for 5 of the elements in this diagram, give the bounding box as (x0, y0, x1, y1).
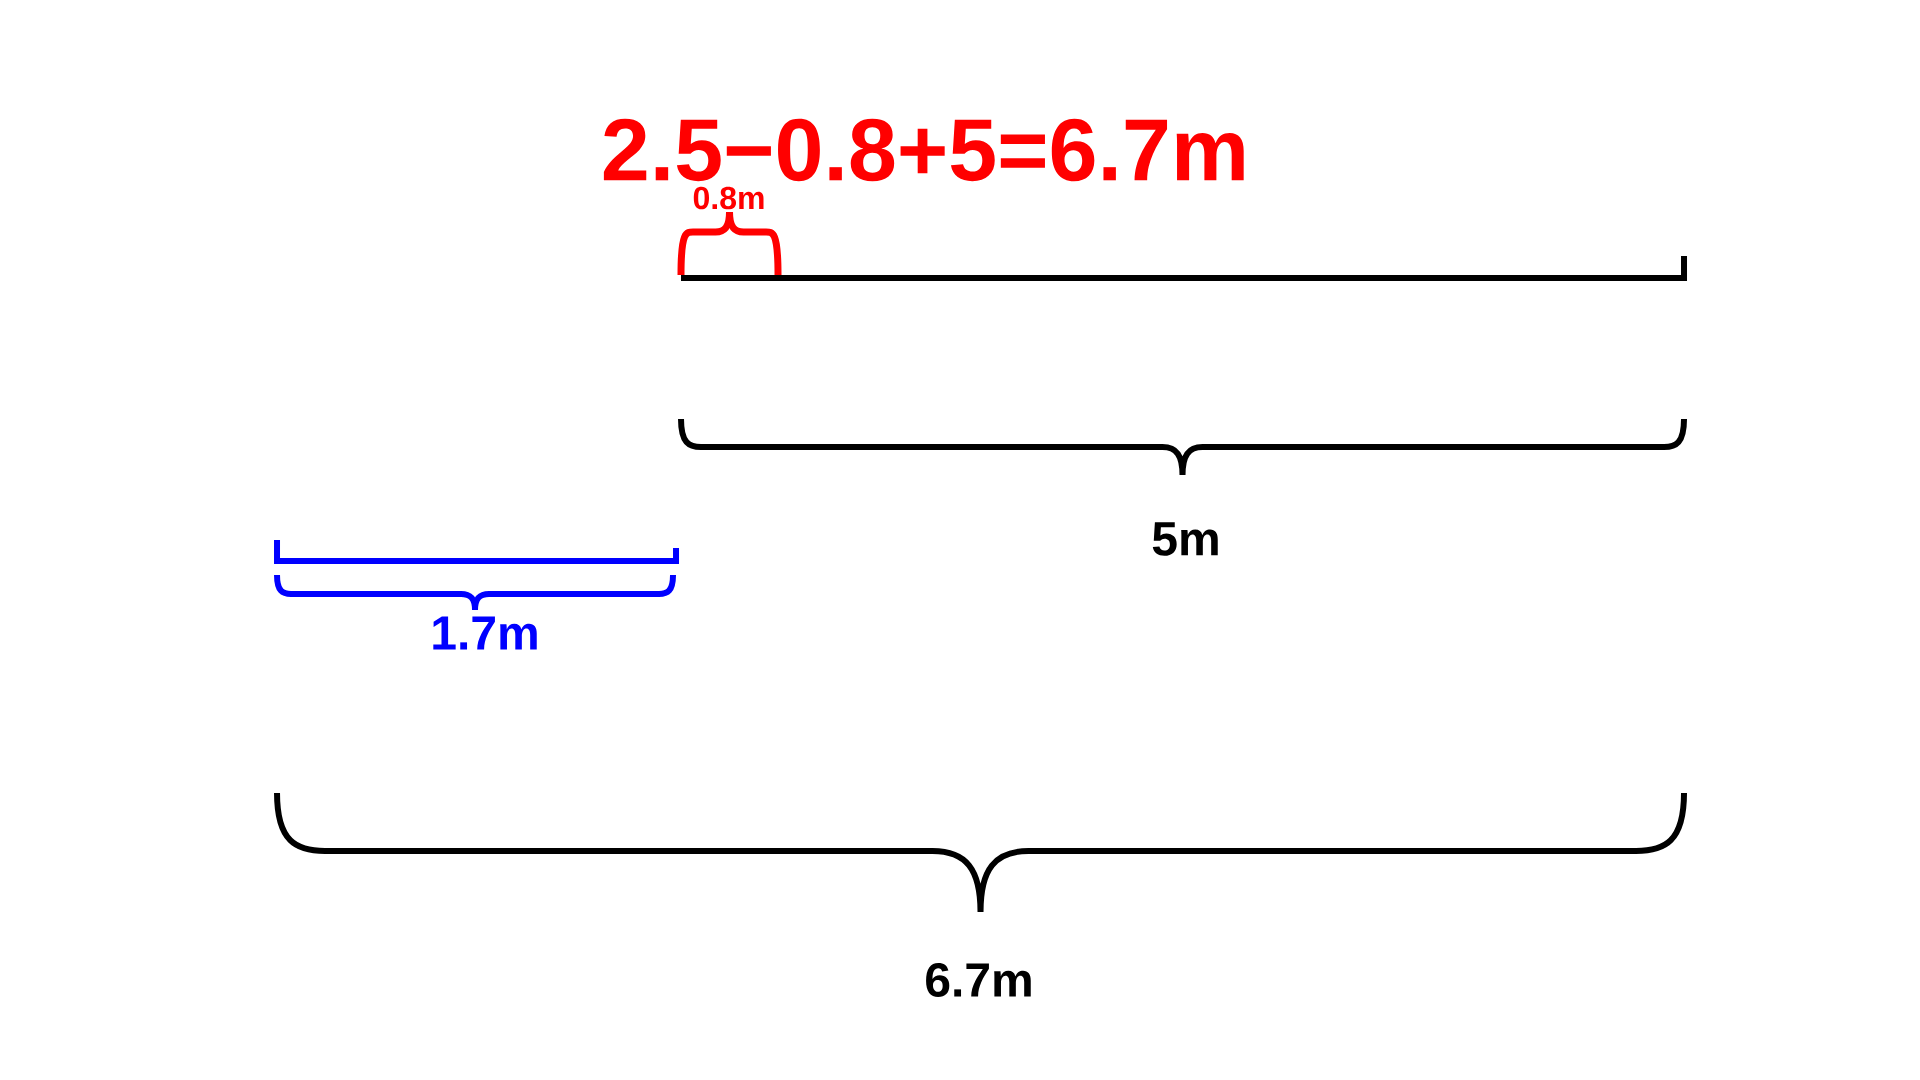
dimension-label: 0.8m (693, 186, 764, 210)
dimension-label: 5m (1152, 522, 1218, 556)
dimension-label: 1.7m (433, 616, 537, 650)
equation: 2.5−0.8+5=6.7m (603, 118, 1244, 182)
dimension-label: 6.7m (926, 963, 1031, 997)
